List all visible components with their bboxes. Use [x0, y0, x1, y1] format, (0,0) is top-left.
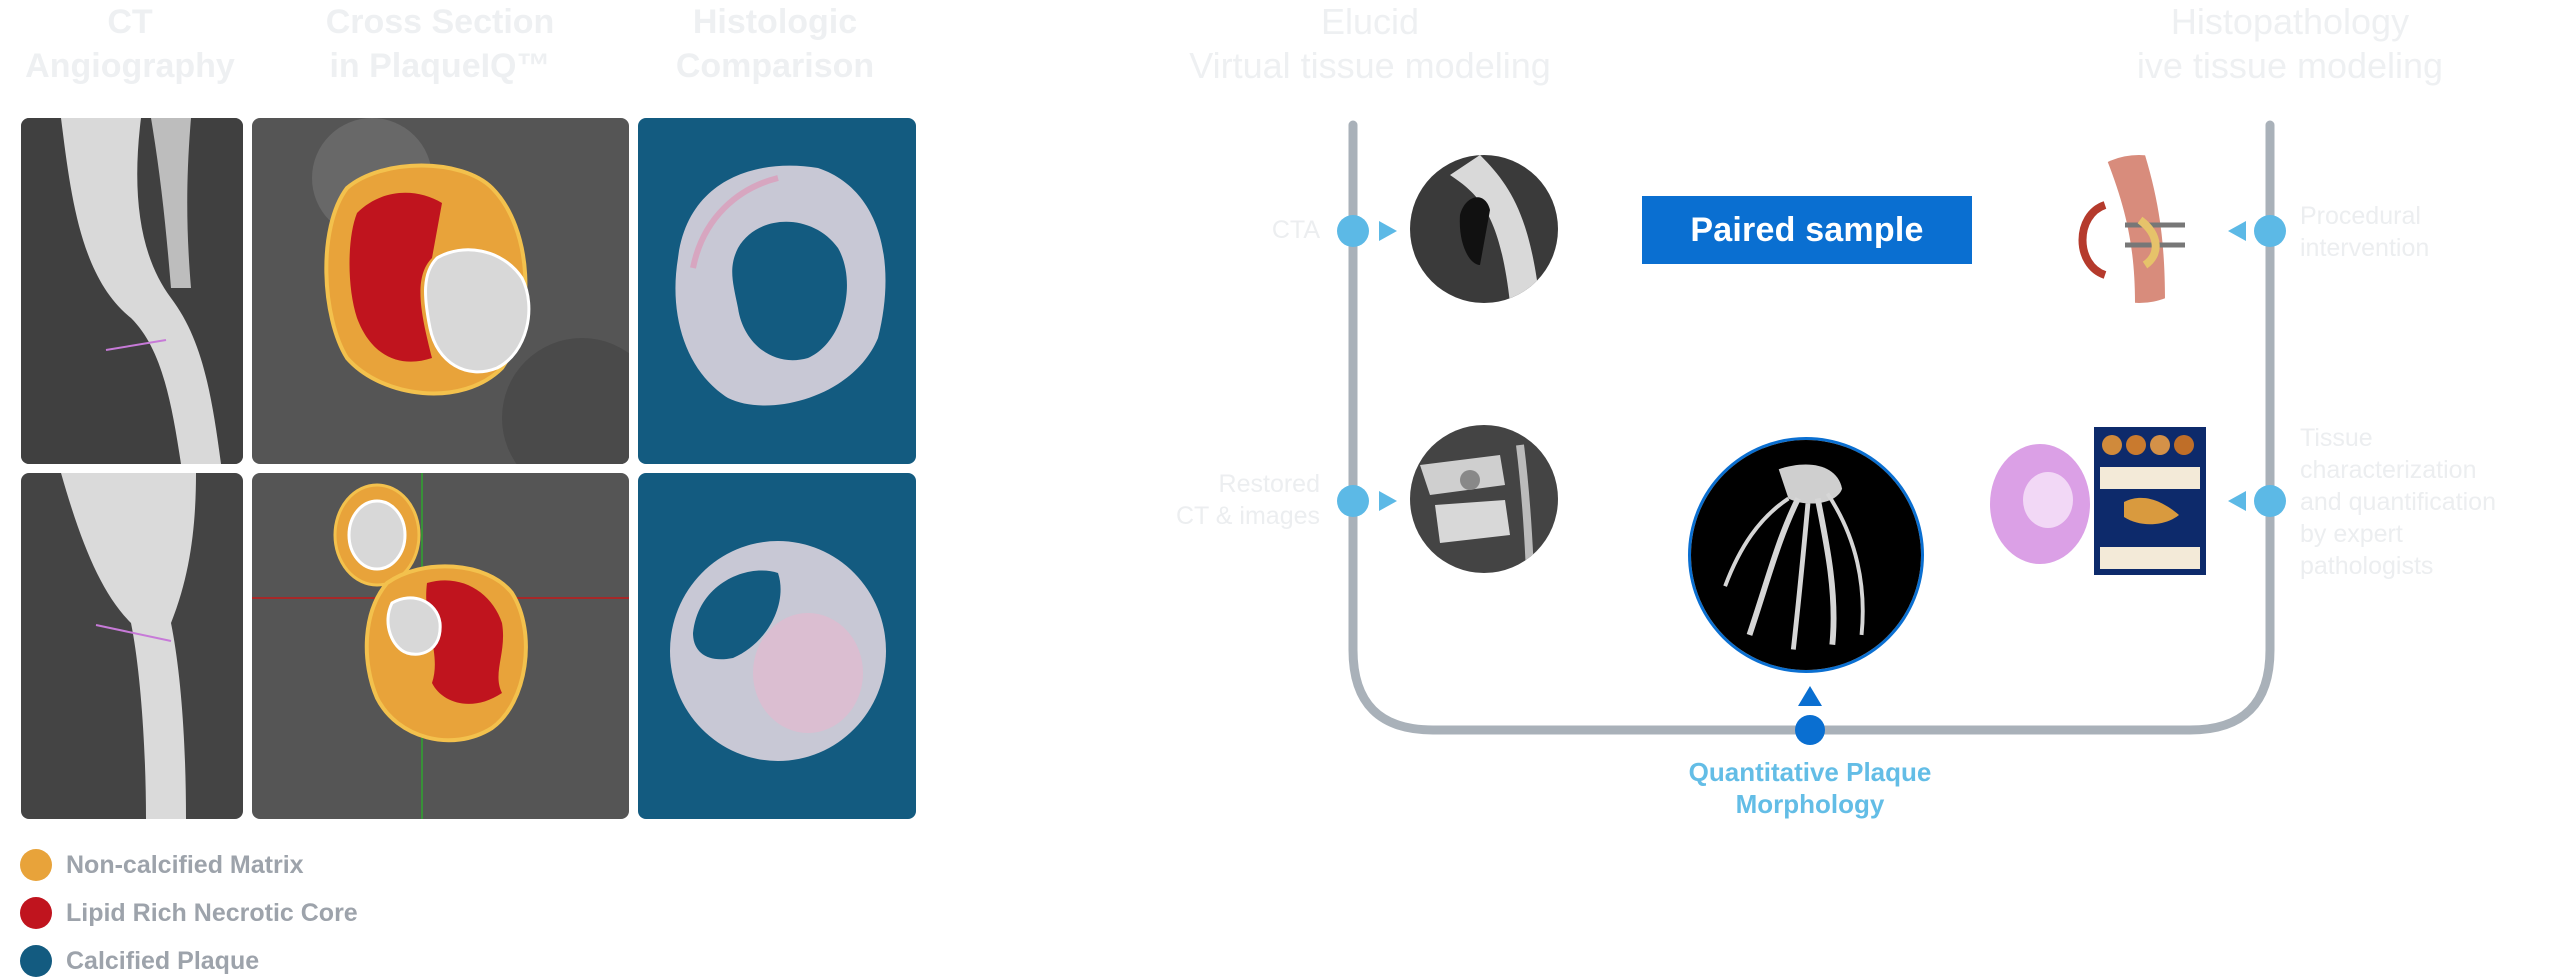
legend-swatch	[20, 897, 52, 929]
legend-swatch	[20, 945, 52, 977]
node-quantitative	[1795, 686, 1825, 745]
node-restored-ct	[1337, 485, 1397, 517]
coronary-tree-thumbnail	[1688, 437, 1924, 673]
header-cross-section: Cross Section in PlaqueIQ™	[325, 3, 555, 85]
ct-angiography-image-2	[21, 473, 243, 819]
legend-item-calcified: Calcified Plaque	[20, 943, 259, 979]
procedural-thumbnail	[2065, 155, 2213, 303]
label-restored-ct: Restored CT & images	[1175, 470, 1320, 530]
quantitative-plaque-label: Quantitative Plaque Morphology	[1688, 757, 1932, 819]
label-cta: CTA	[1271, 216, 1320, 244]
legend-swatch	[20, 849, 52, 881]
legend-label: Lipid Rich Necrotic Core	[66, 898, 358, 927]
legend-label: Calcified Plaque	[66, 946, 260, 975]
node-tissue	[2228, 485, 2286, 517]
cross-section-image-2	[252, 473, 629, 819]
paired-sample-button: Paired sample	[1642, 196, 1972, 264]
restored-ct-thumbnail	[1410, 425, 1558, 573]
label-tissue: Tissue characterization and quantificati…	[2300, 424, 2496, 580]
header-histopathology: Histopathology ive tissue modeling	[2136, 1, 2444, 86]
legend-item-non-calcified: Non-calcified Matrix	[20, 847, 304, 883]
cross-section-image-1	[252, 118, 629, 464]
histologic-image-2	[638, 473, 916, 819]
specimen-tray-thumbnail	[2094, 427, 2206, 575]
label-procedural: Procedural intervention	[2300, 202, 2430, 262]
node-procedural	[2228, 215, 2286, 247]
legend-item-lipid-core: Lipid Rich Necrotic Core	[20, 895, 358, 931]
header-elucid: Elucid Virtual tissue modeling	[1189, 1, 1551, 86]
cta-thumbnail	[1410, 155, 1558, 303]
ct-angiography-image-1	[21, 118, 243, 464]
histologic-image-1	[638, 118, 916, 464]
header-histologic: Histologic Comparison	[675, 3, 875, 85]
tissue-slide-thumbnail	[1988, 440, 2092, 568]
header-ct-angiography: CT Angiography	[25, 3, 235, 85]
node-cta	[1337, 215, 1397, 247]
legend-label: Non-calcified Matrix	[66, 850, 304, 879]
